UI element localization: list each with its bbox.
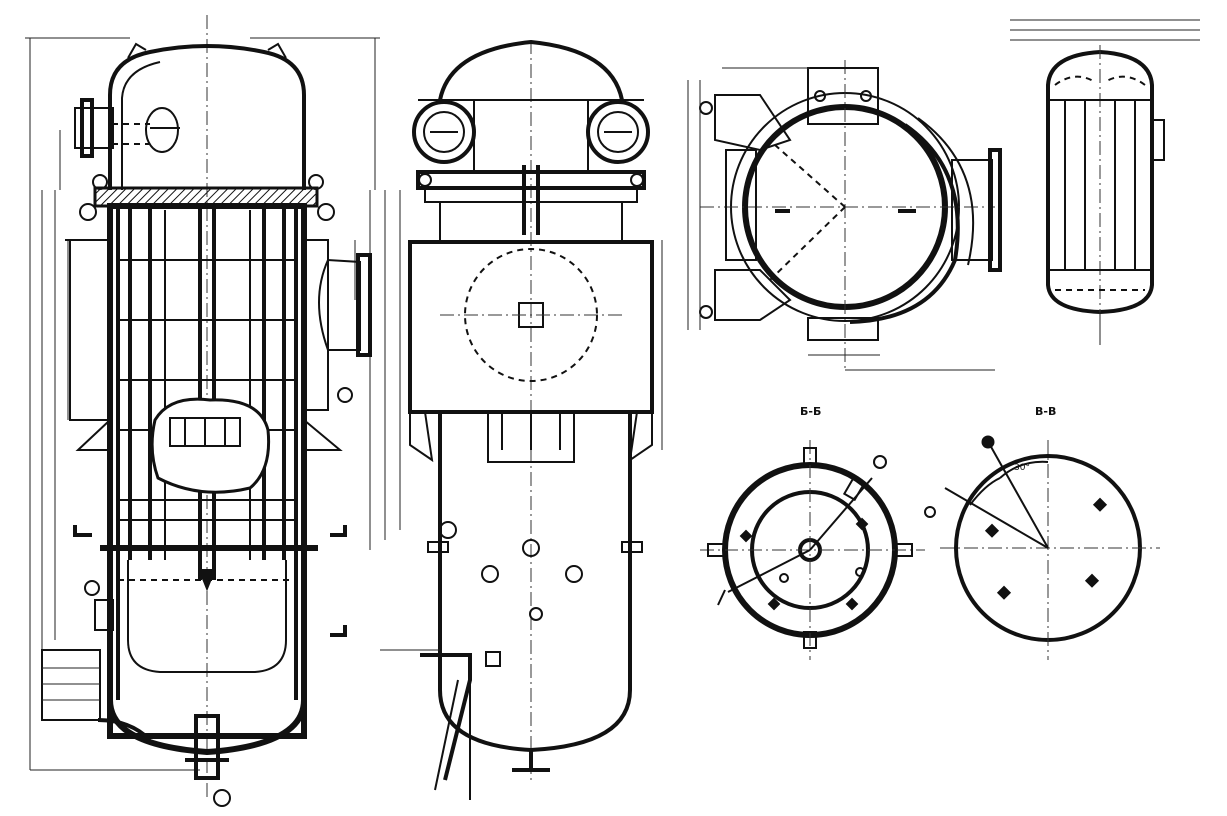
leader-line: [717, 589, 726, 606]
top-dome: [438, 39, 624, 101]
schematic-vessel: [1046, 49, 1154, 315]
bolt-mark: [855, 517, 869, 531]
flange-bolt: [630, 173, 644, 187]
bolt-mark: [1084, 573, 1100, 588]
small-hole: [855, 567, 865, 577]
marker-dot: [981, 435, 995, 449]
flow-arrow: [1104, 75, 1146, 86]
small-hole: [779, 573, 789, 583]
lifting-lug: [267, 42, 287, 59]
side-fitting: [621, 541, 643, 553]
outlet-flange: [356, 253, 372, 357]
inner-lower-tank: [127, 560, 287, 673]
fitting: [522, 539, 540, 557]
nozzle: [842, 476, 866, 502]
support-leg: [628, 411, 653, 463]
schematic-nozzle: [1151, 119, 1165, 161]
bolt-mark: [767, 597, 781, 611]
marker-circle: [439, 521, 457, 539]
bracket-bolt: [860, 90, 872, 102]
vessel-top-view: [687, 60, 1002, 371]
angle-arc: [999, 460, 1049, 479]
top-dome: [108, 44, 306, 190]
manhole-ellipse: [145, 107, 179, 153]
section-marker: [330, 625, 347, 637]
bolt-mark: [739, 529, 753, 543]
bottom-skirt: [97, 718, 152, 742]
flow-arrow: [1054, 75, 1096, 86]
side-fitting: [94, 599, 114, 631]
radial-line: [774, 144, 846, 208]
angle-arc: [969, 477, 1001, 506]
left-port: [714, 94, 792, 152]
section-marker: [73, 525, 92, 537]
flange-bolt: [308, 174, 324, 190]
bottom-dome: [438, 689, 632, 753]
support-leg: [409, 411, 434, 463]
lug: [707, 543, 725, 557]
flange-bolt: [79, 203, 97, 221]
side-pipe: [420, 653, 472, 781]
flange-bolt: [92, 174, 108, 190]
top-bracket: [807, 67, 879, 125]
fitting: [565, 565, 583, 583]
angle-label: 30°: [1014, 463, 1030, 473]
section-vv: В-В 30°: [924, 405, 1160, 660]
marker-circle: [699, 101, 713, 115]
radial-line: [944, 487, 1049, 549]
support-bracket: [75, 417, 111, 451]
side-port-inner: [597, 111, 639, 153]
marker-circle: [337, 387, 353, 403]
label-block: [41, 649, 101, 721]
marker-circle: [699, 305, 713, 319]
radial-line: [769, 206, 846, 281]
lug: [803, 631, 817, 649]
lug: [895, 543, 913, 557]
section-bb-label: Б-Б: [800, 405, 821, 418]
marker-circle: [84, 580, 100, 596]
flange-bolt: [317, 203, 335, 221]
left-jacket: [725, 149, 757, 261]
lug: [803, 447, 817, 465]
radial-line: [989, 444, 1049, 549]
bolt-mark: [1092, 497, 1108, 512]
drain-pipe: [194, 714, 220, 780]
side-port-inner: [423, 111, 465, 153]
vessel-external-view: [380, 39, 663, 800]
valve: [485, 651, 501, 667]
dome-inner-line: [121, 61, 161, 190]
outer-ring-partial-2: [917, 117, 975, 266]
shell-wall: [107, 203, 307, 739]
lifting-lug: [127, 42, 147, 59]
section-bb: Б-Б: [700, 405, 925, 660]
flange-bolt: [418, 173, 432, 187]
jacket-left: [69, 239, 111, 421]
marker-circle: [873, 455, 887, 469]
side-fitting: [427, 541, 449, 553]
side-pipe-line: [434, 679, 459, 791]
fitting: [481, 565, 499, 583]
left-port: [714, 269, 792, 321]
section-marker: [330, 525, 347, 537]
section-vv-label: В-В: [1035, 405, 1056, 418]
outlet-nozzle: [318, 258, 361, 351]
radial-line: [727, 549, 811, 593]
bracket-bolt: [814, 90, 826, 102]
marker-circle: [213, 789, 231, 807]
radial-line: [809, 477, 873, 551]
flow-schematic: [1010, 19, 1200, 345]
support-bracket: [303, 417, 343, 451]
jacket-right: [303, 239, 329, 411]
marker-circle: [924, 506, 936, 518]
bolt-mark: [845, 597, 859, 611]
fitting: [529, 607, 543, 621]
bolt-mark: [996, 585, 1012, 600]
nozzle-flange: [80, 98, 94, 158]
bolt-mark: [984, 523, 1000, 538]
bottom-bracket: [807, 317, 879, 341]
vessel-section-view: [25, 15, 386, 807]
nozzle-flange: [988, 148, 1002, 272]
